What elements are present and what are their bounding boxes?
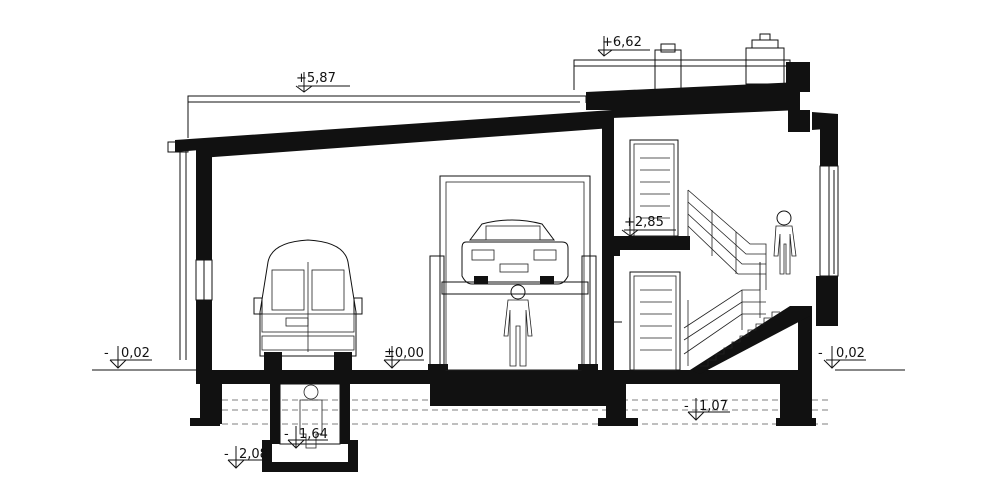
level-label-floor: ±0,00 [384,346,424,361]
level-label-mezzanine: +2,85 [624,215,664,230]
roof-slab [175,62,838,158]
level-label-pit-mid: 1,64 [299,427,328,442]
svg-text:-: - [104,346,109,361]
person-standing [773,210,797,275]
level-marker-pit-mid: - 1,64 [284,426,328,449]
level-marker-roof-high: +6,62 [597,35,650,57]
level-marker-floor: ±0,00 [383,346,424,369]
door-upper [629,139,679,237]
level-label-roof-low: +5,87 [296,71,336,86]
level-marker-mezzanine: +2,85 [621,214,676,237]
svg-text:-: - [284,427,289,442]
level-marker-ground-right: - 0,02 [818,346,866,369]
sedan-car [461,219,569,285]
level-marker-ground-left: - 0,02 [104,346,152,369]
walls [167,112,839,418]
foundation [190,370,816,472]
level-label-roof-high: +6,62 [602,35,642,50]
level-marker-footing: - 1,07 [684,398,730,421]
svg-text:-: - [684,399,689,414]
level-marker-roof-low: +5,87 [295,71,350,93]
level-label-ground-left: 0,02 [121,346,150,361]
door-lower [612,271,681,371]
svg-text:-: - [818,346,823,361]
level-label-ground-right: 0,02 [836,346,865,361]
level-marker-pit-bottom: - 2,08 [224,446,270,469]
inspection-pit [279,383,341,449]
car-lift [428,175,598,371]
van [253,239,363,370]
level-label-footing: 1,07 [699,399,728,414]
staircase [683,189,810,374]
svg-text:-: - [224,447,229,462]
level-label-pit-bottom: 2,08 [239,447,268,462]
person-under-lift [503,284,533,367]
chimney [654,33,785,91]
mezzanine-slab [614,236,690,256]
